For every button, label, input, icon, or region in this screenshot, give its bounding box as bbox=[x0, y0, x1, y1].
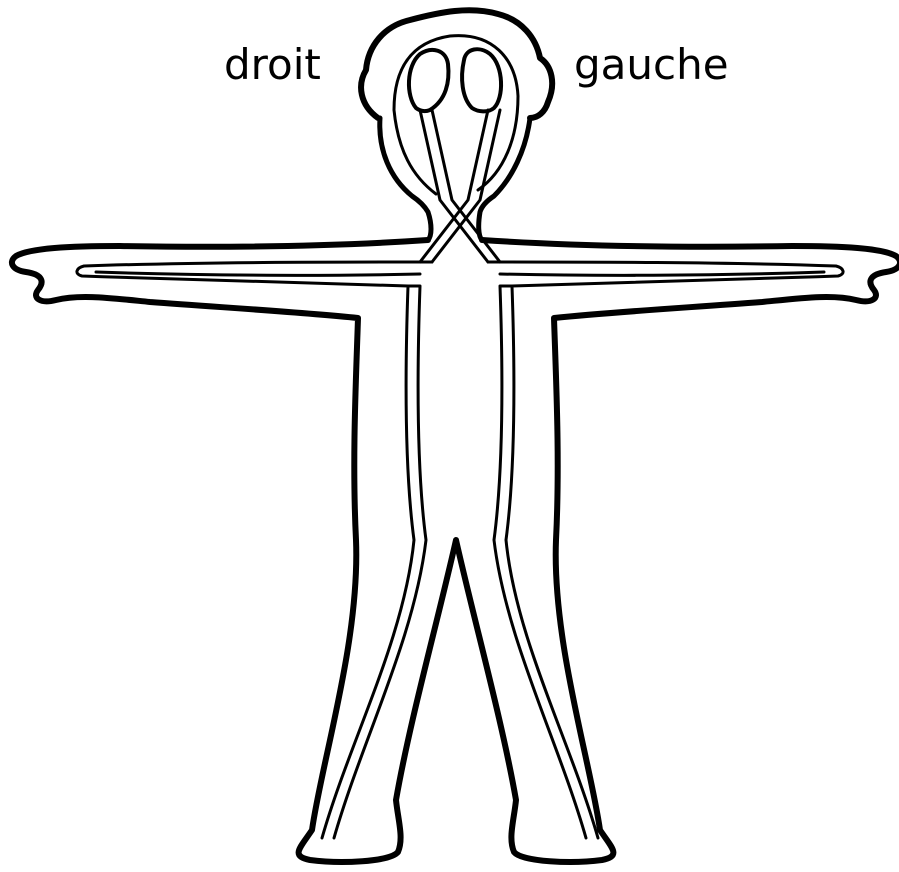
hair-outline bbox=[361, 10, 552, 118]
right-nerve-pathway-outline bbox=[77, 262, 432, 838]
label-left-side: gauche bbox=[574, 44, 729, 86]
right-hemisphere-icon bbox=[409, 50, 449, 111]
left-hemisphere-icon bbox=[462, 49, 501, 111]
body-outer-outline bbox=[12, 240, 899, 862]
left-nerve-pathway-outline bbox=[488, 262, 843, 838]
label-right-side: droit bbox=[224, 44, 321, 86]
head-outline bbox=[380, 118, 530, 240]
